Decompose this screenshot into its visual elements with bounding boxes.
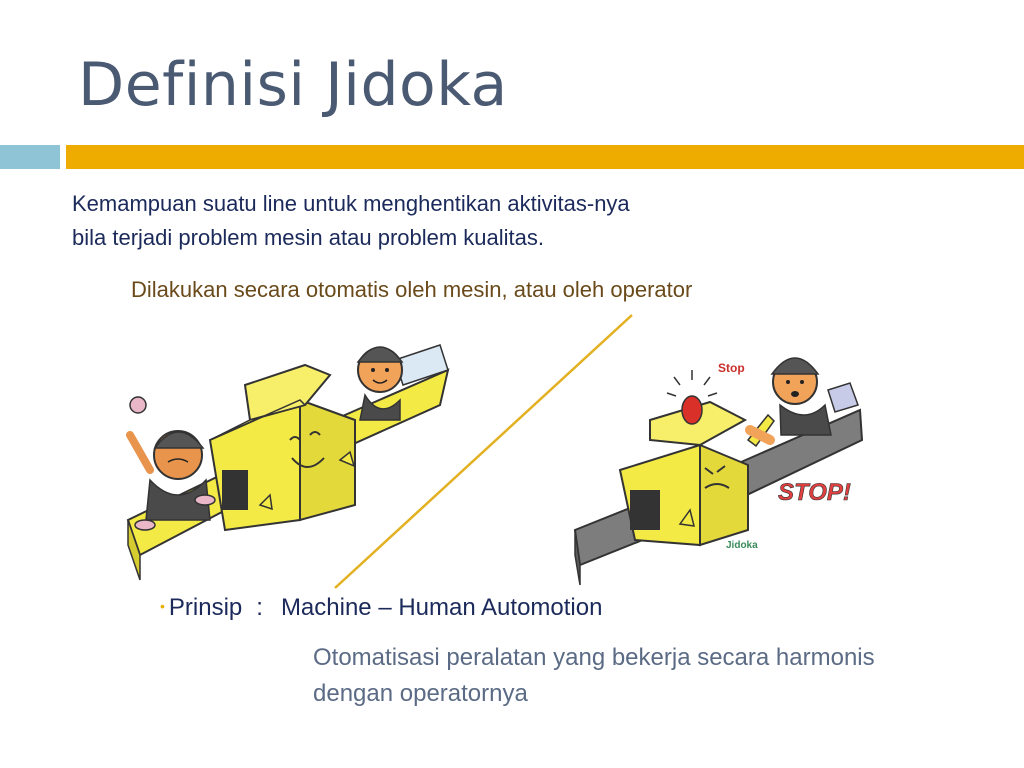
alarm-light-icon [681,395,703,425]
right-scene: Stop STOP! Jidoka [573,357,864,586]
left-scene [126,344,450,581]
principle-value: Machine – Human Automotion [280,594,603,621]
description-line-1: Otomatisasi peralatan yang bekerja secar… [313,644,875,671]
jidoka-caption: Jidoka [726,540,758,551]
bullet-icon: • [160,598,165,614]
stop-big-label: STOP! [778,479,851,506]
scene-divider-line [334,314,633,589]
subtitle-text: Dilakukan secara otomatis oleh mesin, at… [131,277,693,302]
definition-text: Kemampuan suatu line untuk menghentikan … [72,187,630,255]
side-accent-bar [0,145,60,169]
happy-machine [208,363,356,532]
principle-separator: : [256,594,263,621]
definition-line-1: Kemampuan suatu line untuk menghentikan … [72,191,630,216]
worker-waving-left-scene [126,396,211,521]
stop-small-label: Stop [718,361,745,375]
title-underline-bar [66,145,1024,169]
principle-label: Prinsip [168,594,243,621]
stopped-machine [618,370,775,547]
principle-description: Otomatisasi peralatan yang bekerja secar… [313,640,875,712]
description-line-2: dengan operatornya [313,680,528,707]
principle-line: •Prinsip: Machine – Human Automotion [160,594,602,622]
slide-title: Definisi Jidoka [78,50,508,120]
worker-top-left-scene [356,346,404,421]
worker-stopping-right-scene [745,357,859,445]
definition-line-2: bila terjadi problem mesin atau problem … [72,225,545,250]
part-piece-icon [129,396,147,414]
parts-tray-right [827,382,859,413]
